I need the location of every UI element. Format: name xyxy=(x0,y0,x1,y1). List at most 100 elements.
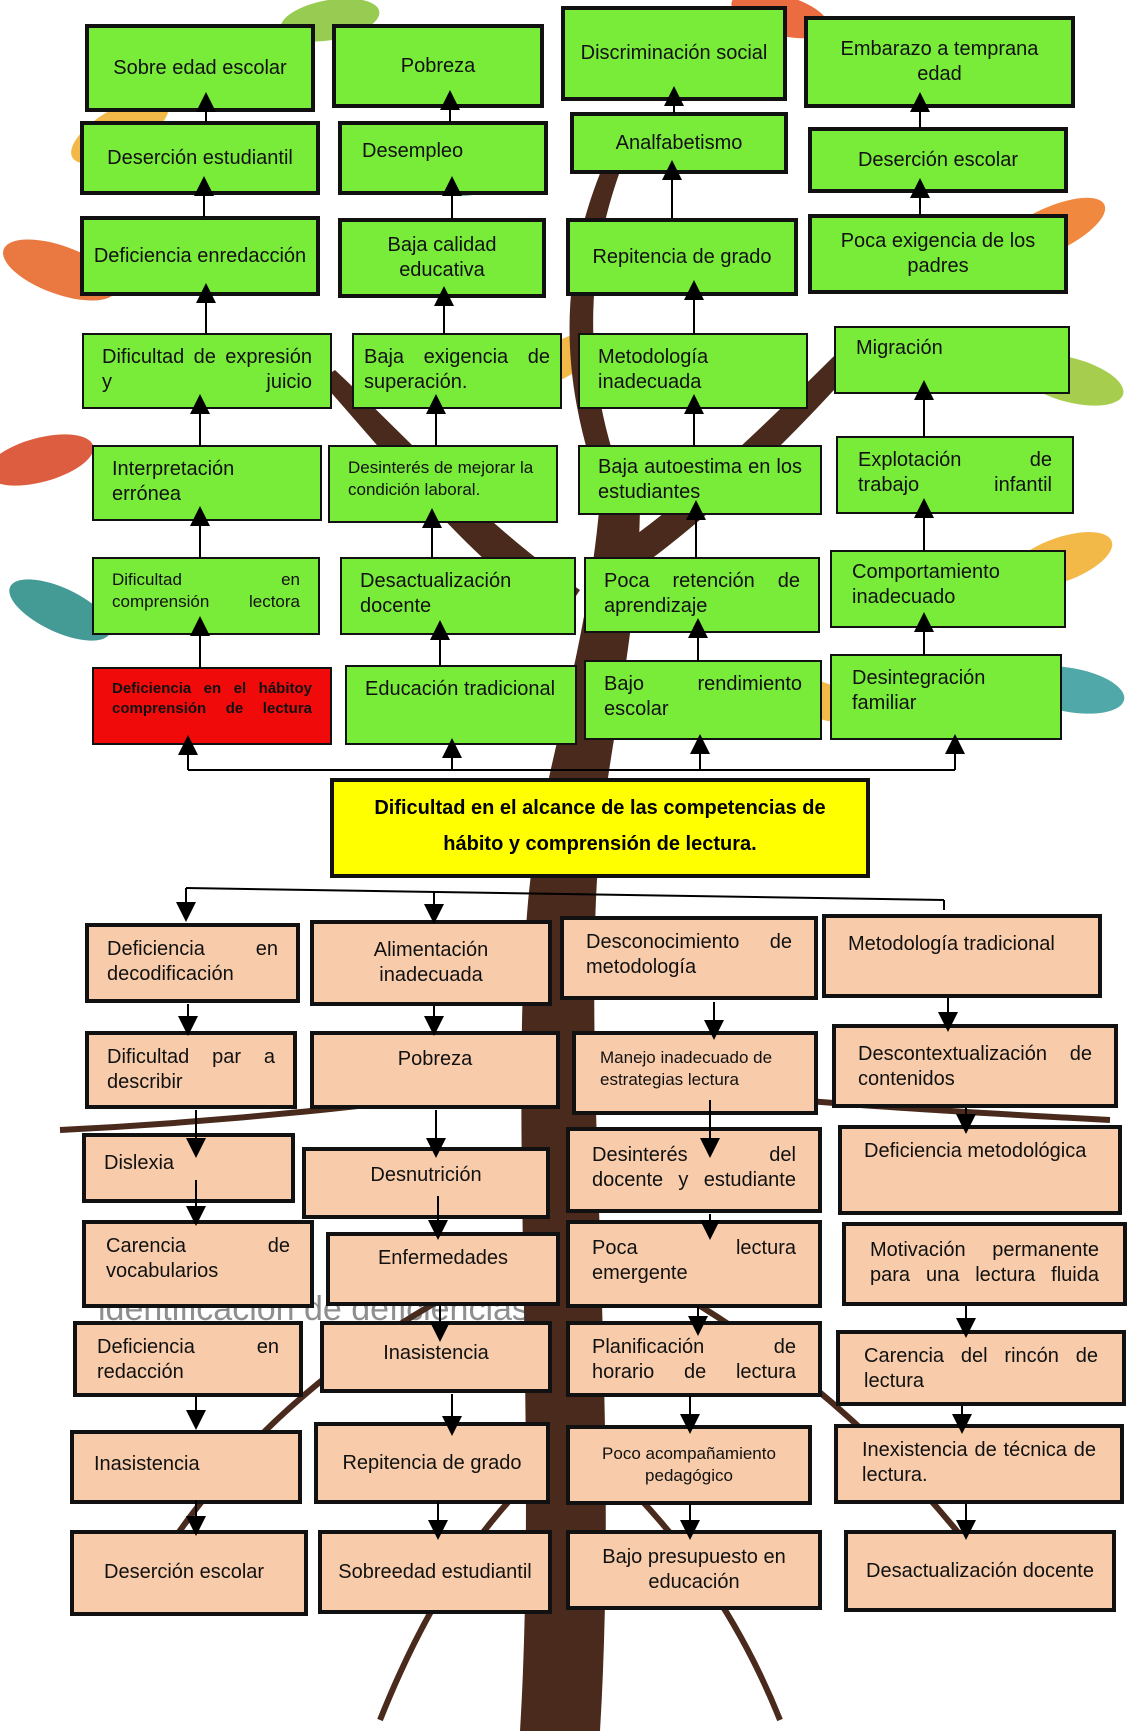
cause-label: Inexistencia de técnica de lectura. xyxy=(862,1439,1096,1486)
cause-label: Metodología tradicional xyxy=(848,933,1055,955)
effect-label: Deficiencia enredacción xyxy=(93,244,307,267)
cause-label: Dislexia xyxy=(104,1152,175,1174)
cause-label: Poco acompañamiento pedagógico xyxy=(602,1444,776,1485)
effect-box: Sobre edad escolar xyxy=(85,24,315,112)
cause-label: Inasistencia xyxy=(383,1342,489,1364)
cause-box: Carencia de vocabularios xyxy=(82,1220,314,1308)
effect-box: Poca retención de aprendizaje xyxy=(584,557,820,633)
effect-label: Poca exigencia de los padres xyxy=(840,230,1036,277)
effect-label: Desactualización docente xyxy=(360,570,512,617)
effect-label: Comportamiento inadecuado xyxy=(852,561,1000,608)
cause-box: Manejo inadecuado de estrategias lectura xyxy=(572,1031,818,1115)
cause-label: Deficiencia en redacción xyxy=(97,1336,279,1383)
effect-box: Desintegración familiar xyxy=(830,654,1062,740)
cause-box: Desnutrición xyxy=(302,1147,550,1219)
cause-label: Manejo inadecuado de estrategias lectura xyxy=(600,1048,773,1089)
cause-label: Desconocimiento de metodología xyxy=(586,931,792,978)
effect-label: Sobre edad escolar xyxy=(113,56,287,79)
effect-label: Metodología inadecuada xyxy=(598,346,709,393)
highlight-effect-box: Deficiencia en el hábitoy comprensión de… xyxy=(92,667,332,745)
effect-label: Educación tradicional xyxy=(365,678,556,700)
cause-box: Deserción escolar xyxy=(70,1530,308,1616)
cause-label: Desactualización docente xyxy=(866,1559,1094,1582)
cause-box: Deficiencia metodológica xyxy=(838,1125,1122,1215)
effect-label: Explotación de trabajo infantil xyxy=(858,449,1052,496)
effect-box: Analfabetismo xyxy=(570,112,788,174)
cause-label: Sobreedad estudiantil xyxy=(338,1560,532,1583)
cause-label: Deficiencia en decodificación xyxy=(107,938,278,985)
effect-box: Interpretación errónea xyxy=(92,445,322,521)
effect-label: Bajo rendimiento escolar xyxy=(604,673,802,720)
effect-box: Migración xyxy=(834,326,1070,394)
effect-box: Deficiencia enredacción xyxy=(80,216,320,296)
effect-box: Baja calidad educativa xyxy=(338,218,546,298)
effect-label: Discriminación social xyxy=(580,42,768,64)
cause-box: Deficiencia en redacción xyxy=(73,1321,303,1397)
effect-label: Deserción estudiantil xyxy=(107,146,293,169)
effect-box: Dificultad en comprensión lectora xyxy=(92,557,320,635)
effect-box: Desinterés de mejorar la condición labor… xyxy=(328,445,558,523)
cause-label: Dificultad par a describir xyxy=(107,1046,275,1093)
cause-label: Desinterés del docente y estudiante xyxy=(592,1144,796,1191)
cause-box: Dificultad par a describir xyxy=(85,1031,297,1109)
cause-label: Repitencia de grado xyxy=(342,1451,522,1474)
effect-label: Repitencia de grado xyxy=(592,245,772,268)
cause-label: Deficiencia metodológica xyxy=(864,1140,1087,1162)
effect-box: Deserción escolar xyxy=(808,127,1068,193)
effect-box: Educación tradicional xyxy=(345,665,577,745)
effect-label: Embarazo a temprana edad xyxy=(840,38,1039,85)
cause-box: Poco acompañamiento pedagógico xyxy=(566,1425,812,1505)
cause-box: Dislexia xyxy=(82,1133,295,1203)
cause-box: Alimentación inadecuada xyxy=(310,920,552,1006)
effect-label: Poca retención de aprendizaje xyxy=(604,570,800,617)
central-problem-line1: Dificultad en el alcance de las competen… xyxy=(374,797,826,819)
cause-box: Repitencia de grado xyxy=(314,1422,550,1504)
effect-box: Desempleo xyxy=(338,121,548,195)
cause-box: Bajo presupuesto en educación xyxy=(566,1530,822,1610)
effect-box: Dificultad de expresión y juicio xyxy=(82,333,332,409)
cause-box: Planificación de horario de lectura xyxy=(566,1321,822,1397)
effect-label: Dificultad de expresión y juicio xyxy=(102,346,312,393)
effect-label: Dificultad en comprensión lectora xyxy=(112,570,300,611)
effect-box: Discriminación social xyxy=(561,6,787,101)
cause-label: Alimentación inadecuada xyxy=(373,939,489,986)
effect-box: Deserción estudiantil xyxy=(80,121,320,195)
cause-label: Pobreza xyxy=(397,1048,473,1070)
effect-label: Desintegración familiar xyxy=(852,667,986,714)
cause-box: Enfermedades xyxy=(326,1232,560,1306)
cause-label: Bajo presupuesto en educación xyxy=(602,1546,786,1593)
effect-label: Deserción escolar xyxy=(857,148,1019,171)
effect-box: Desactualización docente xyxy=(340,557,576,635)
cause-label: Inasistencia xyxy=(94,1453,200,1475)
cause-box: Inexistencia de técnica de lectura. xyxy=(834,1424,1124,1504)
cause-label: Poca lectura emergente xyxy=(592,1237,796,1284)
effect-box: Metodología inadecuada xyxy=(578,333,808,409)
cause-label: Motivación permanente para una lectura f… xyxy=(870,1239,1099,1286)
cause-label: Deserción escolar xyxy=(104,1561,265,1583)
effect-box: Pobreza xyxy=(332,24,544,108)
effect-label: Desinterés de mejorar la condición labor… xyxy=(348,458,534,499)
effect-label: Interpretación errónea xyxy=(112,458,235,505)
effect-label: Analfabetismo xyxy=(615,131,743,154)
cause-box: Poca lectura emergente xyxy=(566,1220,822,1308)
effect-box: Bajo rendimiento escolar xyxy=(584,660,822,740)
effect-label: Baja exigencia de superación. xyxy=(364,346,550,393)
effect-box: Repitencia de grado xyxy=(566,218,798,296)
effect-label: Desempleo xyxy=(362,140,464,162)
effect-box: Baja exigencia de superación. xyxy=(352,333,562,409)
effect-box: Poca exigencia de los padres xyxy=(808,214,1068,294)
cause-box: Sobreedad estudiantil xyxy=(318,1530,552,1614)
effect-label: Pobreza xyxy=(400,54,476,77)
cause-box: Carencia del rincón de lectura xyxy=(836,1330,1126,1406)
effect-label: Baja autoestima en los estudiantes xyxy=(598,456,802,503)
cause-label: Carencia de vocabularios xyxy=(106,1235,290,1282)
cause-box: Descontextualización de contenidos xyxy=(832,1024,1118,1108)
cause-label: Carencia del rincón de lectura xyxy=(864,1345,1098,1392)
effect-label: Deficiencia en el hábitoy comprensión de… xyxy=(112,680,312,717)
cause-label: Enfermedades xyxy=(377,1247,509,1269)
cause-box: Pobreza xyxy=(310,1031,560,1109)
cause-box: Desconocimiento de metodología xyxy=(560,916,818,1000)
effect-label: Baja calidad educativa xyxy=(387,234,497,281)
effect-box: Comportamiento inadecuado xyxy=(830,550,1066,628)
cause-box: Deficiencia en decodificación xyxy=(85,923,300,1003)
